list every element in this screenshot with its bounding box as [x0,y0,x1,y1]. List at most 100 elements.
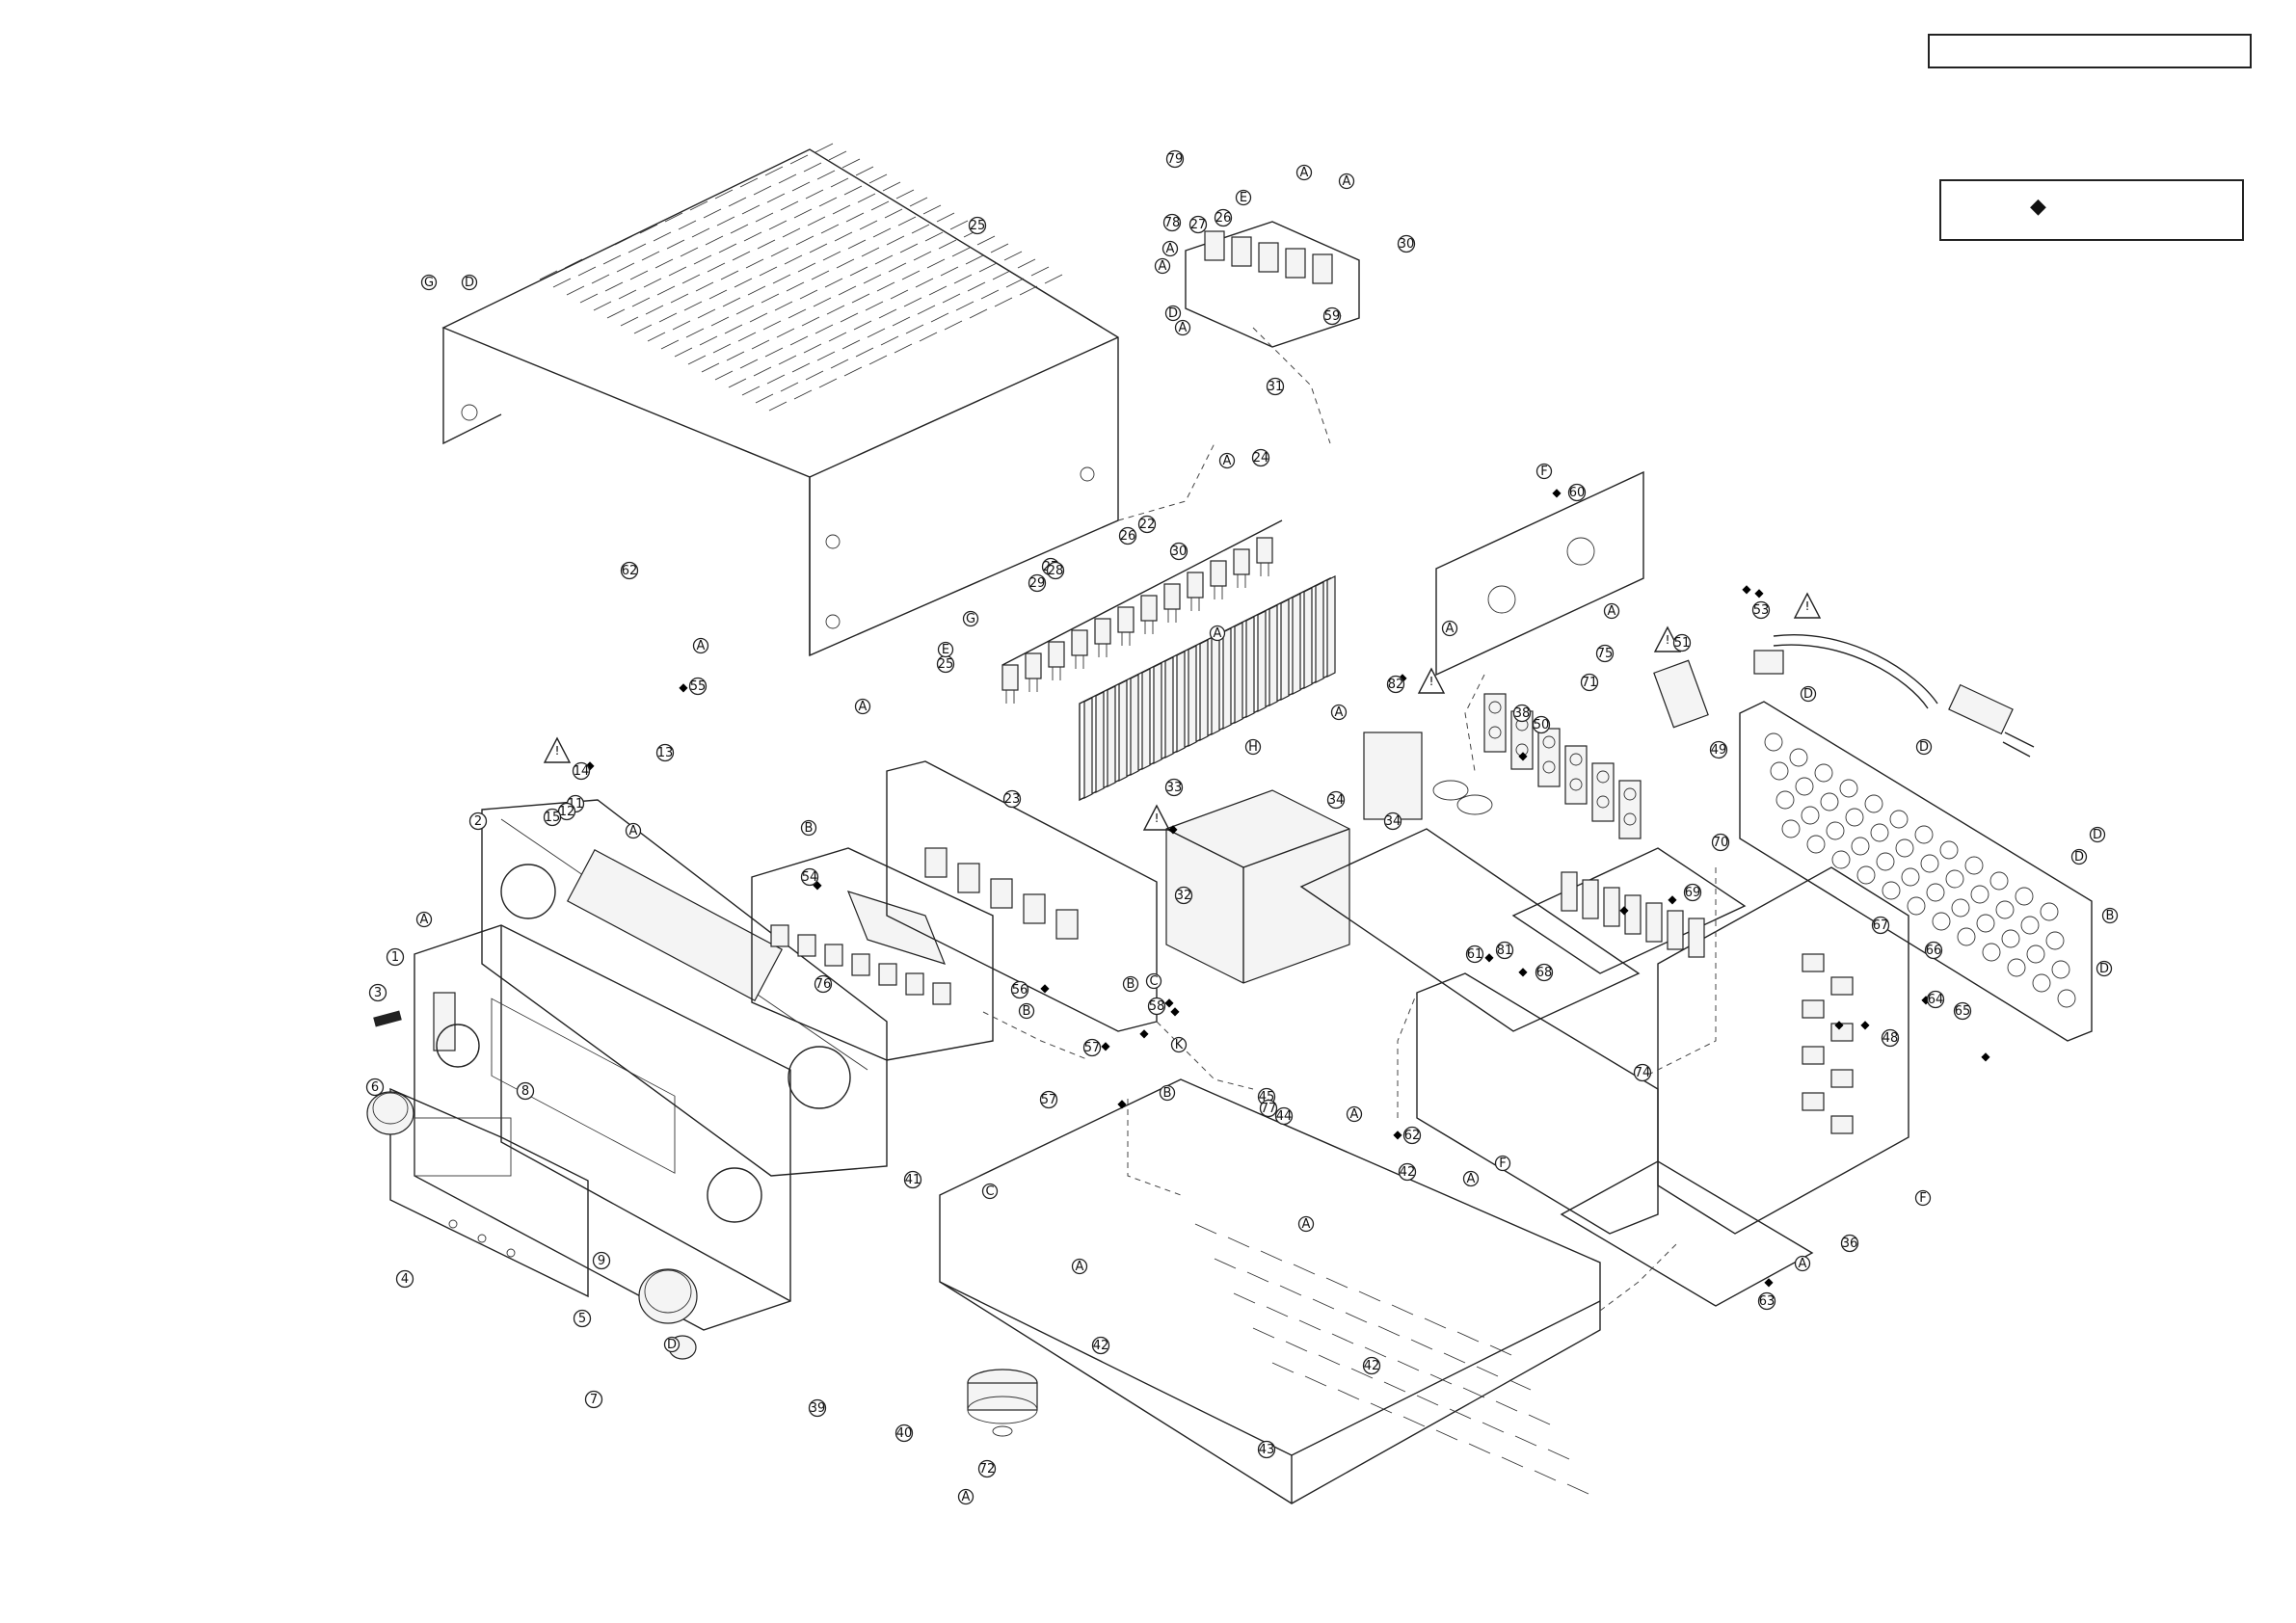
callout-32: 32 [1174,886,1193,905]
svg-text:24: 24 [1253,451,1269,466]
svg-text:H: H [1248,740,1258,755]
callout-67: 67 [1871,916,1890,935]
diamond-icon: ◆ [1518,965,1528,978]
svg-text:12: 12 [559,805,575,819]
callout-34: 34 [1383,812,1402,831]
svg-text:1: 1 [391,950,399,965]
svg-text:B: B [805,821,814,836]
speaker-board [1435,470,1644,677]
svg-text:62: 62 [1404,1129,1421,1143]
svg-text:42: 42 [1093,1339,1109,1353]
screw-marker-a: A [1462,1170,1480,1187]
svg-text:44: 44 [1276,1109,1293,1124]
svg-text:E: E [1240,191,1247,205]
screw-marker-e: E [1235,189,1252,206]
screw-marker-a: A [1346,1105,1363,1123]
callout-56: 56 [1010,980,1029,999]
svg-text:A: A [1446,622,1455,636]
svg-text:A: A [1223,454,1232,468]
diamond-markers: ◆◆◆◆◆◆◆◆◆◆◆◆◆◆◆◆◆◆◆◆◆◆◆◆◆◆ [585,308,1990,1289]
svg-text:65: 65 [1955,1004,1971,1019]
svg-text:A: A [1335,705,1344,720]
assembly-lines [982,327,1717,1312]
callout-59: 59 [1322,306,1342,326]
svg-text:2: 2 [474,814,482,829]
screw-marker-b: B [1159,1084,1176,1102]
volume-knob [366,1091,414,1135]
dsp-board [1511,847,1747,974]
screw-marker-d: D [1800,685,1817,703]
callout-61: 61 [1465,945,1484,964]
legend-diamond-icon: ◆ [2030,195,2046,219]
callout-50: 50 [1532,715,1551,734]
svg-text:69: 69 [1685,886,1701,900]
callout-75: 75 [1595,644,1615,663]
svg-text:70: 70 [1713,836,1729,850]
power-transistors [1001,519,1283,704]
svg-text:79: 79 [1167,152,1184,167]
callout-33: 33 [1164,778,1184,797]
svg-text:62: 62 [622,564,638,578]
callout-82: 82 [1386,675,1405,694]
diamond-icon: ◆ [1518,749,1528,762]
screw-marker-a: A [625,822,642,839]
callout-68: 68 [1535,963,1554,982]
svg-text:30: 30 [1399,237,1415,252]
callout-15: 15 [543,808,562,827]
svg-text:29: 29 [1029,576,1046,591]
chassis-bottom [939,1078,1601,1504]
callout-26: 26 [1214,208,1233,227]
svg-text:E: E [942,643,949,657]
diamond-icon: ◆ [1170,1004,1180,1018]
callout-39: 39 [808,1398,827,1418]
svg-text:D: D [1803,687,1813,702]
svg-text:!: ! [1429,675,1434,688]
svg-text:A: A [1159,259,1167,274]
callout-30: 30 [1169,542,1188,561]
svg-text:68: 68 [1536,966,1553,980]
callout-1: 1 [386,947,405,967]
diamond-icon: ◆ [1754,586,1764,599]
rear-bracket [1185,221,1360,348]
svg-text:67: 67 [1873,918,1889,933]
svg-text:61: 61 [1467,947,1483,962]
callout-30: 30 [1397,234,1416,253]
svg-text:F: F [1540,465,1547,479]
screw-marker-a: A [1209,625,1226,642]
svg-text:32: 32 [1176,889,1192,903]
svg-text:71: 71 [1582,676,1598,690]
diamond-icon: ◆ [1168,822,1178,836]
svg-text:A: A [962,1490,971,1504]
vertical-board [1416,972,1659,1235]
diamond-icon: ◆ [1139,1026,1149,1040]
svg-text:55: 55 [690,679,707,694]
legend-box: ◆ [1939,179,2244,241]
callout-54: 54 [800,867,819,887]
svg-text:76: 76 [815,977,832,992]
diamond-icon: ◆ [1117,1097,1127,1110]
screw-marker-a: A [692,637,709,654]
svg-text:D: D [465,276,474,290]
svg-text:36: 36 [1842,1237,1858,1251]
callout-40: 40 [894,1423,914,1443]
warning-triangle-icon: ! [1793,592,1822,619]
callout-66: 66 [1924,941,1943,960]
callout-34: 34 [1326,790,1346,810]
svg-text:78: 78 [1164,216,1181,230]
callout-49: 49 [1709,740,1728,759]
svg-text:66: 66 [1926,944,1942,958]
screw-marker-f: F [1914,1189,1932,1207]
screw-marker-g: G [962,610,979,627]
callout-69: 69 [1683,883,1702,902]
callout-42: 42 [1091,1336,1110,1355]
callout-2: 2 [468,812,488,831]
screw-marker-d: D [2089,826,2106,843]
screw-marker-k: K [1170,1036,1188,1053]
svg-text:A: A [697,639,706,653]
screw-marker-a: A [957,1488,974,1505]
svg-text:30: 30 [1171,545,1188,559]
svg-text:A: A [1467,1172,1476,1186]
callout-7: 7 [584,1390,603,1409]
callout-41: 41 [903,1170,922,1189]
callout-53: 53 [1751,600,1771,620]
